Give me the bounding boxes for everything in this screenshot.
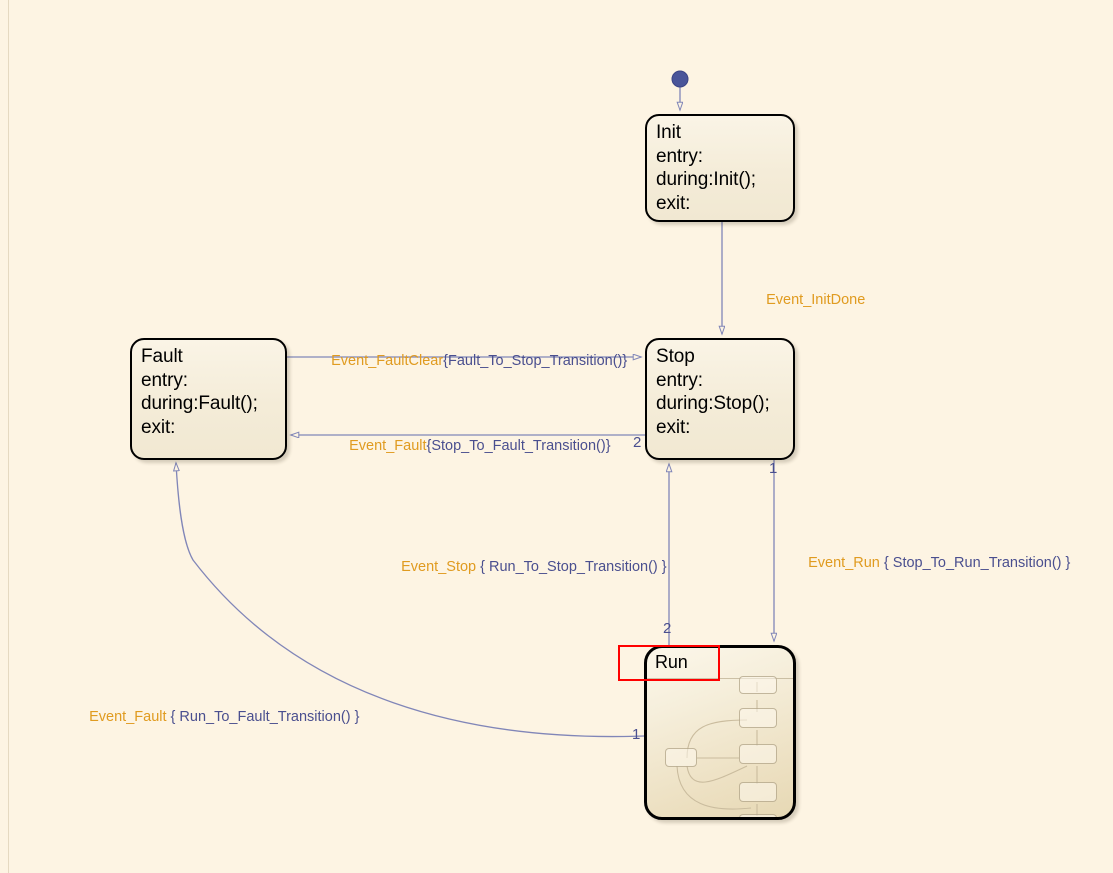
state-init[interactable]: Init entry: during:Init(); exit: <box>645 114 795 222</box>
order-number-run-to-stop: 2 <box>663 620 672 637</box>
state-run-subchart[interactable]: Run <box>644 645 796 820</box>
label-event: Event_Run <box>808 555 880 571</box>
subchart-mini-state <box>739 814 777 817</box>
subchart-mini-state <box>665 748 697 767</box>
state-init-label: Init entry: during:Init(); exit: <box>656 122 756 214</box>
label-run-to-fault[interactable]: Event_Fault { Run_To_Fault_Transition() … <box>73 692 359 743</box>
edge-run-to-fault <box>176 463 645 738</box>
label-init-to-stop[interactable]: Event_InitDone <box>750 275 865 326</box>
subchart-mini-state <box>739 708 777 728</box>
subchart-mini-state <box>739 782 777 802</box>
canvas-frame-edge <box>8 0 9 873</box>
label-event: Event_InitDone <box>766 292 866 308</box>
label-stop-to-fault[interactable]: Event_Fault{Stop_To_Fault_Transition()} <box>333 421 611 472</box>
state-fault-label: Fault entry: during:Fault(); exit: <box>141 346 258 438</box>
order-number-run-to-fault: 1 <box>632 726 641 743</box>
label-fault-to-stop[interactable]: Event_FaultClear{Fault_To_Stop_Transitio… <box>315 336 627 387</box>
label-event: Event_FaultClear <box>331 353 444 369</box>
label-action: { Stop_To_Run_Transition() } <box>879 555 1071 571</box>
run-selection-rectangle[interactable] <box>618 645 720 681</box>
state-stop[interactable]: Stop entry: during:Stop(); exit: <box>645 338 795 460</box>
label-stop-to-run[interactable]: Event_Run { Stop_To_Run_Transition() } <box>792 538 1070 589</box>
label-action: { Run_To_Fault_Transition() } <box>166 709 360 725</box>
label-run-to-stop[interactable]: Event_Stop { Run_To_Stop_Transition() } <box>385 542 667 593</box>
label-event: Event_Fault <box>349 438 427 454</box>
label-action: {Stop_To_Fault_Transition()} <box>426 438 611 454</box>
order-number-stop-to-run: 1 <box>769 460 778 477</box>
subchart-mini-state <box>739 676 777 694</box>
label-event: Event_Stop <box>401 559 477 575</box>
default-transition-dot <box>671 70 689 88</box>
label-action: { Run_To_Stop_Transition() } <box>476 559 667 575</box>
subchart-title-divider <box>647 678 793 679</box>
subchart-mini-state <box>739 744 777 764</box>
state-stop-label: Stop entry: during:Stop(); exit: <box>656 346 770 438</box>
label-event: Event_Fault <box>89 709 167 725</box>
state-run-label: Run <box>655 652 688 672</box>
state-fault[interactable]: Fault entry: during:Fault(); exit: <box>130 338 287 460</box>
label-action: {Fault_To_Stop_Transition()} <box>443 353 628 369</box>
order-number-stop-to-fault: 2 <box>633 434 642 451</box>
